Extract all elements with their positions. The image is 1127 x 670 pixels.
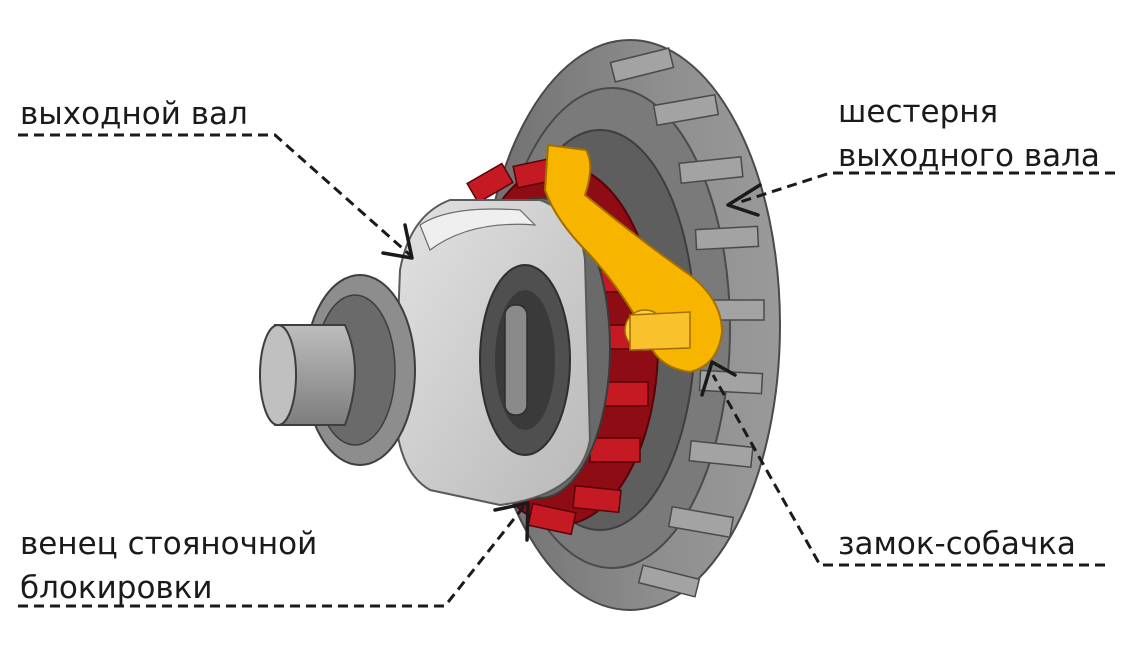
parking-pawl	[543, 143, 724, 374]
label-ring-line1: венец стояночной	[20, 526, 318, 562]
label-gear-line2: выходного вала	[838, 138, 1100, 174]
label-parking-lock-ring: венец стояночной блокировки	[20, 522, 317, 610]
label-ring-line2: блокировки	[20, 570, 213, 606]
label-parking-pawl: замок-собачка	[838, 522, 1076, 566]
housing	[393, 199, 592, 507]
leader-gear	[726, 171, 1115, 217]
leader-pawl	[700, 360, 1105, 567]
label-output-shaft: выходной вал	[20, 92, 248, 136]
leader-ring	[18, 501, 530, 608]
label-pawl-text: замок-собачка	[838, 526, 1076, 562]
leader-output-shaft	[18, 133, 414, 260]
output-shaft	[259, 274, 416, 466]
label-output-shaft-text: выходной вал	[20, 96, 248, 132]
label-output-shaft-gear: шестерня выходного вала	[838, 90, 1100, 178]
label-gear-line1: шестерня	[838, 94, 999, 130]
